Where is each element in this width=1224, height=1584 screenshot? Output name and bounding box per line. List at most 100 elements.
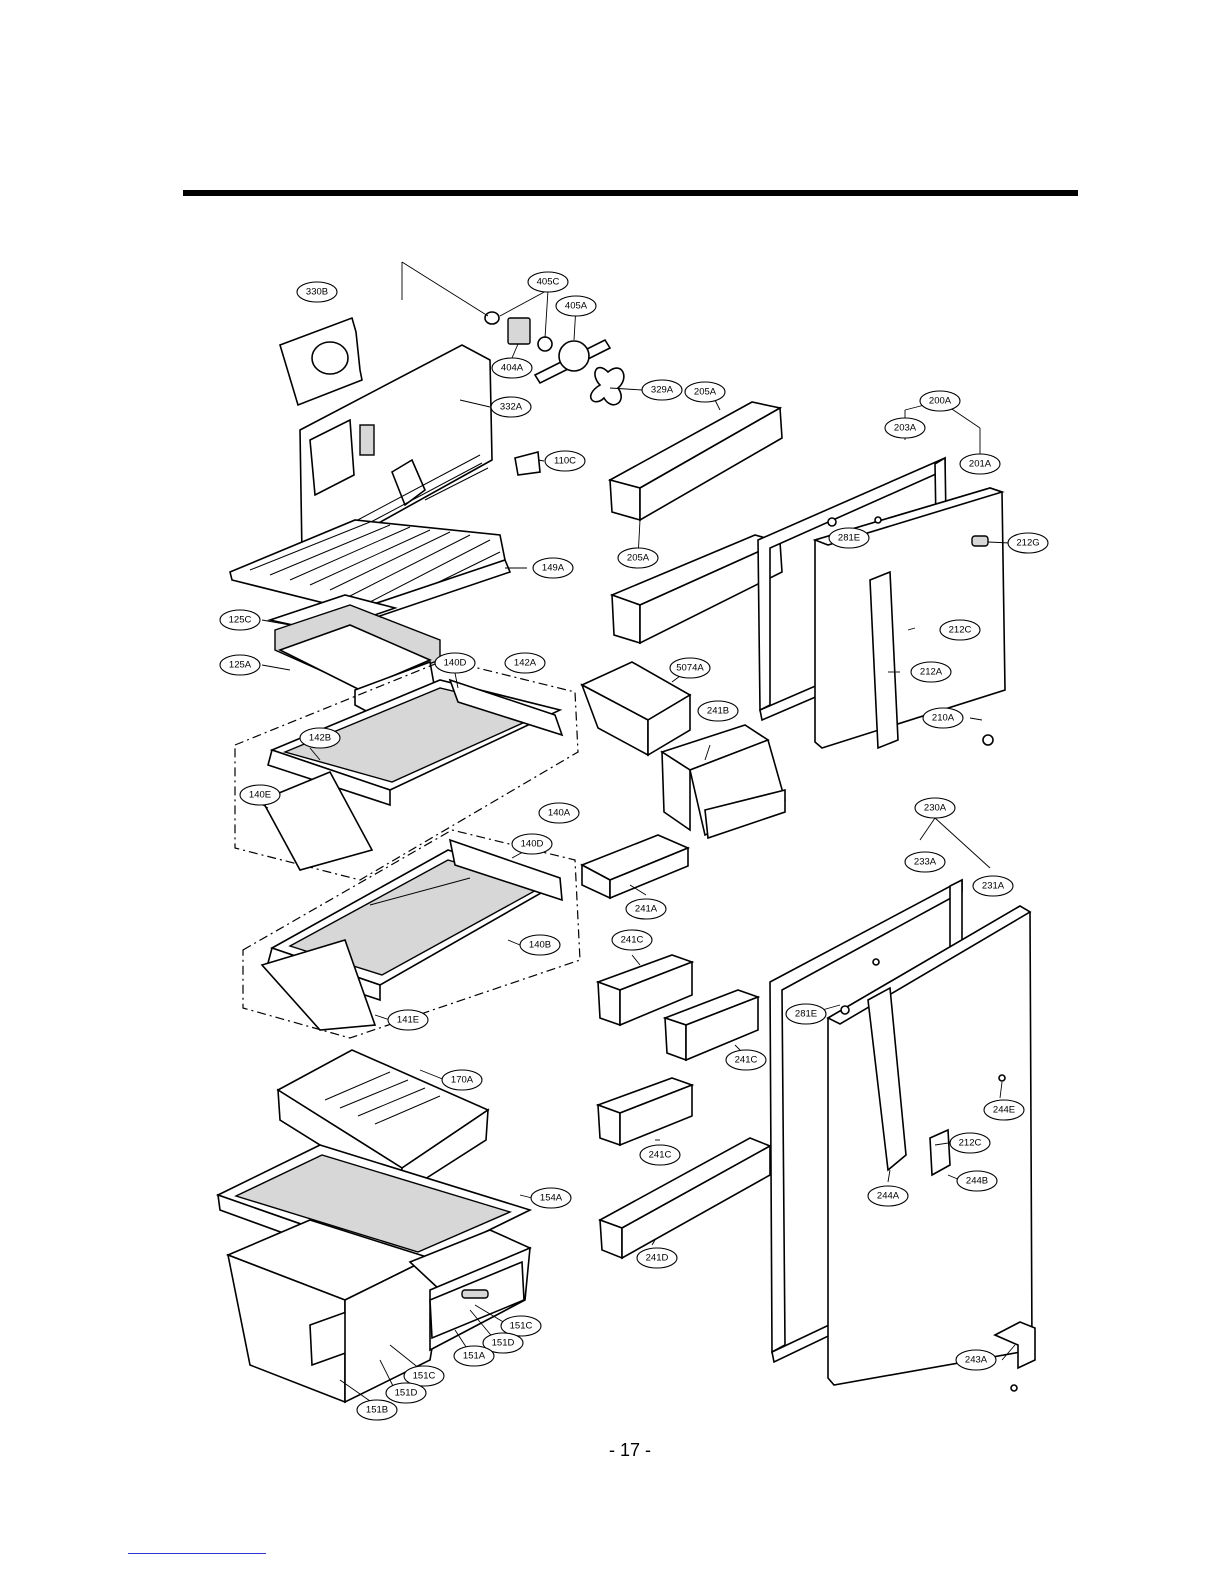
fan-motor-assembly-part xyxy=(485,312,624,475)
svg-text:244E: 244E xyxy=(993,1105,1015,1116)
svg-text:212C: 212C xyxy=(949,625,972,636)
svg-text:404A: 404A xyxy=(501,363,524,374)
callout-210A: 210A xyxy=(923,708,963,728)
callout-205A-top: 205A xyxy=(685,382,725,402)
svg-text:243A: 243A xyxy=(965,1355,988,1366)
dairy-compartment-part xyxy=(662,725,785,838)
svg-text:203A: 203A xyxy=(894,423,917,434)
svg-text:140D: 140D xyxy=(521,839,544,850)
svg-text:329A: 329A xyxy=(651,385,674,396)
ice-bucket-part xyxy=(582,662,690,755)
callout-170A: 170A xyxy=(442,1070,482,1090)
svg-text:281E: 281E xyxy=(838,533,860,544)
callout-241B: 241B xyxy=(698,701,738,721)
svg-text:142B: 142B xyxy=(309,733,331,744)
svg-text:212A: 212A xyxy=(920,667,943,678)
callout-243A: 243A xyxy=(956,1350,996,1370)
callout-154A: 154A xyxy=(531,1188,571,1208)
svg-text:241D: 241D xyxy=(646,1253,669,1264)
svg-text:151C: 151C xyxy=(510,1321,533,1332)
svg-text:241C: 241C xyxy=(621,935,644,946)
svg-text:205A: 205A xyxy=(627,553,650,564)
callout-241A: 241A xyxy=(626,899,666,919)
svg-text:5074A: 5074A xyxy=(676,663,704,674)
svg-text:233A: 233A xyxy=(914,857,937,868)
callout-405C: 405C xyxy=(528,272,568,292)
svg-text:140E: 140E xyxy=(249,790,271,801)
svg-text:244B: 244B xyxy=(966,1176,988,1187)
callout-140A: 140A xyxy=(539,803,579,823)
svg-text:244A: 244A xyxy=(877,1191,900,1202)
callout-212C-bottom: 212C xyxy=(950,1133,990,1153)
callout-244A: 244A xyxy=(868,1186,908,1206)
callout-140D-bottom: 140D xyxy=(512,834,552,854)
svg-text:140D: 140D xyxy=(444,658,467,669)
svg-text:125C: 125C xyxy=(229,615,252,626)
callout-149A: 149A xyxy=(533,558,573,578)
svg-text:151A: 151A xyxy=(463,1351,486,1362)
callout-233A: 233A xyxy=(905,852,945,872)
callout-142A: 142A xyxy=(505,653,545,673)
page-number: - 17 - xyxy=(560,1440,700,1461)
svg-text:210A: 210A xyxy=(932,713,955,724)
svg-text:200A: 200A xyxy=(929,396,952,407)
callout-330B: 330B xyxy=(297,282,337,302)
callout-241C-b: 241C xyxy=(726,1050,766,1070)
long-door-bin-part xyxy=(600,1138,770,1258)
callout-125C: 125C xyxy=(220,610,260,630)
callout-110C: 110C xyxy=(545,451,585,471)
freezer-door-bin-top-part xyxy=(610,402,782,520)
svg-text:201A: 201A xyxy=(969,459,992,470)
svg-text:205A: 205A xyxy=(694,387,717,398)
callout-405A: 405A xyxy=(556,296,596,316)
svg-text:330B: 330B xyxy=(306,287,328,298)
svg-text:151D: 151D xyxy=(492,1338,515,1349)
svg-text:241A: 241A xyxy=(635,904,658,915)
svg-text:281E: 281E xyxy=(795,1009,817,1020)
callout-241C-c: 241C xyxy=(640,1145,680,1165)
svg-text:405C: 405C xyxy=(537,277,560,288)
small-door-bin-c-part xyxy=(598,1078,692,1145)
callout-140E: 140E xyxy=(240,785,280,805)
callout-212A: 212A xyxy=(911,662,951,682)
callout-244E: 244E xyxy=(984,1100,1024,1120)
footer-line xyxy=(128,1553,266,1554)
callout-140B: 140B xyxy=(520,935,560,955)
callout-151B: 151B xyxy=(357,1400,397,1420)
svg-text:230A: 230A xyxy=(924,803,947,814)
callout-244B: 244B xyxy=(957,1171,997,1191)
fresh-food-door-part xyxy=(828,906,1032,1385)
callout-205A-bottom: 205A xyxy=(618,548,658,568)
svg-text:110C: 110C xyxy=(554,456,576,467)
callout-212G: 212G xyxy=(1008,533,1048,553)
svg-text:142A: 142A xyxy=(514,658,537,669)
callout-141E: 141E xyxy=(388,1010,428,1030)
callout-281E-top: 281E xyxy=(829,528,869,548)
callout-5074A: 5074A xyxy=(670,658,710,678)
svg-text:212C: 212C xyxy=(959,1138,982,1149)
callout-140D-top: 140D xyxy=(435,653,475,673)
callout-125A: 125A xyxy=(220,655,260,675)
callout-241C-a: 241C xyxy=(612,930,652,950)
svg-text:151C: 151C xyxy=(413,1371,436,1382)
callout-151D-left: 151D xyxy=(386,1383,426,1403)
callout-151A: 151A xyxy=(454,1346,494,1366)
callout-142B: 142B xyxy=(300,728,340,748)
callout-230A: 230A xyxy=(915,798,955,818)
svg-text:170A: 170A xyxy=(451,1075,474,1086)
callout-201A: 201A xyxy=(960,454,1000,474)
callout-212C-top: 212C xyxy=(940,620,980,640)
callout-231A: 231A xyxy=(973,876,1013,896)
callout-241D: 241D xyxy=(637,1248,677,1268)
svg-text:125A: 125A xyxy=(229,660,252,671)
callout-329A: 329A xyxy=(642,380,682,400)
svg-text:140A: 140A xyxy=(548,808,571,819)
svg-text:212G: 212G xyxy=(1016,538,1039,549)
svg-text:149A: 149A xyxy=(542,563,565,574)
svg-text:241C: 241C xyxy=(649,1150,672,1161)
svg-text:140B: 140B xyxy=(529,940,551,951)
callout-203A: 203A xyxy=(885,418,925,438)
freezer-door-part xyxy=(815,488,1005,748)
callout-281E-bottom: 281E xyxy=(786,1004,826,1024)
svg-text:151B: 151B xyxy=(366,1405,388,1416)
